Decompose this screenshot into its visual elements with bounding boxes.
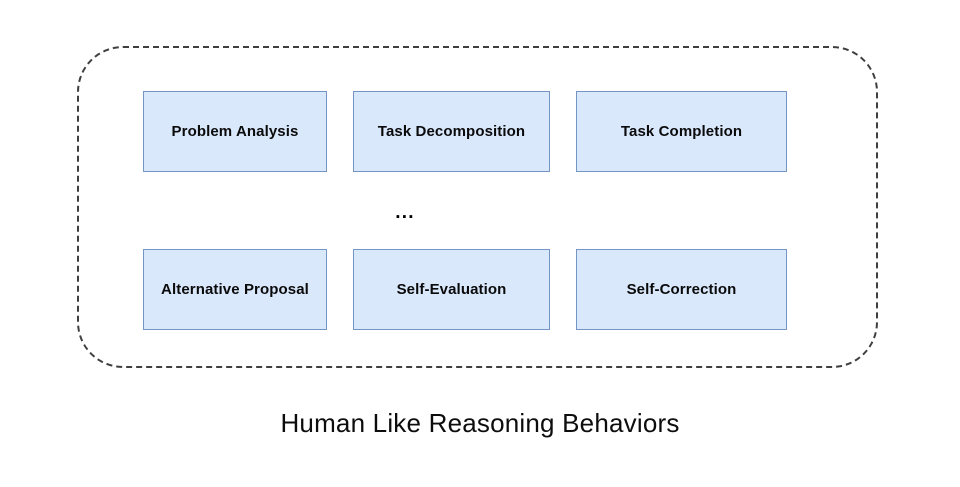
node-label: Self-Evaluation: [396, 280, 507, 298]
node-task-decomposition[interactable]: Task Decomposition: [353, 91, 550, 172]
node-self-correction[interactable]: Self-Correction: [576, 249, 787, 330]
ellipsis-marker: ...: [395, 201, 415, 223]
figure-caption: Human Like Reasoning Behaviors: [280, 408, 680, 438]
node-label: Task Decomposition: [377, 122, 526, 140]
node-label: Task Completion: [620, 122, 743, 140]
node-problem-analysis[interactable]: Problem Analysis: [143, 91, 327, 172]
reasoning-behaviors-group-boundary: [77, 46, 878, 368]
node-label: Self-Correction: [626, 280, 737, 298]
node-task-completion[interactable]: Task Completion: [576, 91, 787, 172]
node-self-evaluation[interactable]: Self-Evaluation: [353, 249, 550, 330]
node-label: Problem Analysis: [171, 122, 299, 140]
node-alternative-proposal[interactable]: Alternative Proposal: [143, 249, 327, 330]
node-label: Alternative Proposal: [161, 280, 309, 298]
